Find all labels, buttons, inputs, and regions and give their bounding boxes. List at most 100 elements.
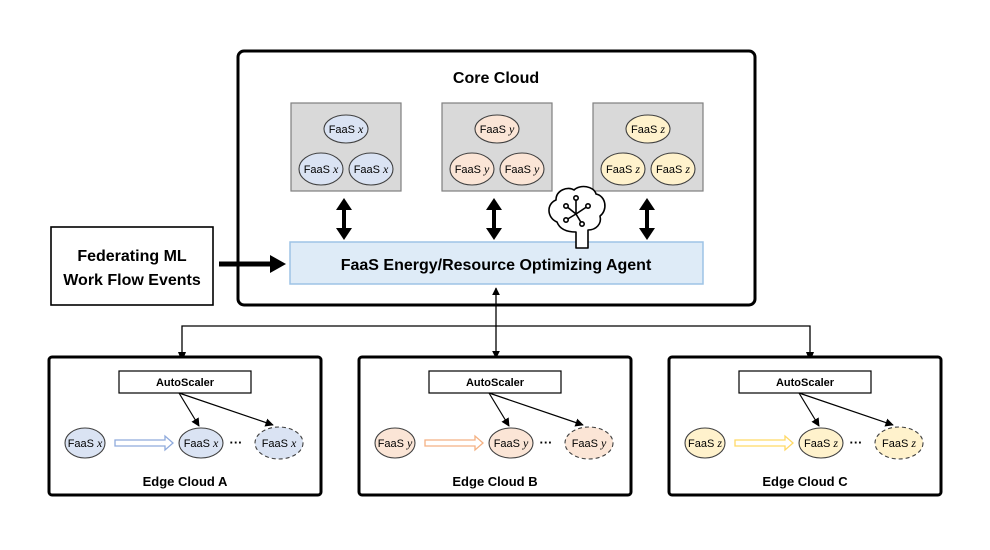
core-faas-z-top-ellipse xyxy=(625,114,671,144)
edge-cloud-a-scale-arrow xyxy=(114,434,174,452)
edge-cloud-b-faas-source-prefix: FaaS xyxy=(378,438,404,450)
events-line-2: Work Flow Events xyxy=(63,272,201,289)
core-faas-y-left-prefix: FaaS xyxy=(455,164,481,176)
core-faas-y-left-ellipse xyxy=(449,152,495,186)
edge-cloud-c-faas-new-instance-var: z xyxy=(910,436,916,450)
core-faas-x-right-var: x xyxy=(382,162,389,176)
edge-cloud-c-faas-instance-var: z xyxy=(832,436,838,450)
edge-cloud-a-faas-source-var: x xyxy=(96,436,103,450)
core-faas-y-top-var: y xyxy=(508,122,515,136)
core-faas-y-right-prefix: FaaS xyxy=(505,164,531,176)
edge-cloud-b-faas-new-instance-ellipse xyxy=(564,426,614,460)
core-faas-z-top-var: z xyxy=(659,122,665,136)
edge-cloud-b-name: Edge Cloud B xyxy=(452,474,537,489)
edge-cloud-b-faas-new-instance-var: y xyxy=(600,436,607,450)
edge-cloud-b-faas-source-ellipse xyxy=(374,427,416,459)
edge-cloud-b-box xyxy=(357,355,633,497)
core-faas-z-right-prefix: FaaS xyxy=(656,164,682,176)
core-faas-z-left-ellipse xyxy=(600,152,646,186)
edge-cloud-c-ellipsis: ··· xyxy=(850,435,863,450)
edge-cloud-a-ellipsis: ··· xyxy=(230,435,243,450)
core-faas-z-left-prefix: FaaS xyxy=(606,164,632,176)
edge-cloud-a-faas-instance-prefix: FaaS xyxy=(184,438,210,450)
edge-cloud-a-faas-instance-var: x xyxy=(212,436,219,450)
edge-cloud-b-autoscaler-label: AutoScaler xyxy=(466,377,525,389)
core-faas-x-left-var: x xyxy=(332,162,339,176)
edge-cloud-a-autoscaler-label: AutoScaler xyxy=(156,377,215,389)
core-faas-z-top-prefix: FaaS xyxy=(631,124,657,136)
core-faas-y-right-var: y xyxy=(533,162,540,176)
edge-cloud-c-autoscaler-box xyxy=(738,370,872,394)
core-faas-y-left-var: y xyxy=(483,162,490,176)
ai-brain-icon xyxy=(548,185,606,249)
edge-cloud-b-ellipsis: ··· xyxy=(540,435,553,450)
core-faas-x-top-var: x xyxy=(357,122,364,136)
edge-cloud-b-faas-instance-ellipse xyxy=(488,427,534,459)
edge-cloud-c-faas-new-instance-prefix: FaaS xyxy=(882,438,908,450)
edge-cloud-a-autoscaler-arrow-2 xyxy=(178,392,274,427)
core-faas-x-top-ellipse xyxy=(323,114,369,144)
edge-cloud-c-faas-instance-ellipse xyxy=(798,427,844,459)
edge-cloud-a-autoscaler-box xyxy=(118,370,252,394)
edge-cloud-b-faas-new-instance-prefix: FaaS xyxy=(572,438,598,450)
edge-cloud-a-faas-source-ellipse xyxy=(64,427,106,459)
events-to-agent-arrow xyxy=(219,255,286,273)
events-line-1: Federating ML xyxy=(77,248,187,265)
edge-cloud-c-autoscaler-arrow-2 xyxy=(798,392,894,427)
edge-cloud-c-faas-instance-prefix: FaaS xyxy=(804,438,830,450)
core-bidirectional-arrows xyxy=(336,198,655,240)
core-faas-y-top-prefix: FaaS xyxy=(480,124,506,136)
edge-cloud-b-faas-instance-prefix: FaaS xyxy=(494,438,520,450)
edge-cloud-c-box xyxy=(667,355,943,497)
edge-cloud-c-faas-new-instance-ellipse xyxy=(874,426,924,460)
edge-cloud-b-autoscaler-box xyxy=(428,370,562,394)
edge-cloud-b-autoscaler-arrow-1 xyxy=(488,392,510,427)
core-faas-x-left-ellipse xyxy=(298,152,344,186)
edge-cloud-c-faas-source-ellipse xyxy=(684,427,726,459)
core-faas-x-right-ellipse xyxy=(348,152,394,186)
edge-cloud-c-name: Edge Cloud C xyxy=(762,474,848,489)
core-faas-z-right-var: z xyxy=(684,162,690,176)
core-faas-z-left-var: z xyxy=(634,162,640,176)
optimizing-agent-bar xyxy=(289,241,704,285)
edge-cloud-a-faas-source-prefix: FaaS xyxy=(68,438,94,450)
core-faas-y-top-ellipse xyxy=(474,114,520,144)
edge-cloud-c-faas-source-var: z xyxy=(716,436,722,450)
core-faas-x-left-prefix: FaaS xyxy=(304,164,330,176)
core-arrow-y xyxy=(486,198,502,240)
optimizing-agent-label: FaaS Energy/Resource Optimizing Agent xyxy=(341,257,652,274)
core-cloud-title: Core Cloud xyxy=(453,70,539,87)
edge-cloud-a-faas-instance-ellipse xyxy=(178,427,224,459)
core-arrow-z xyxy=(639,198,655,240)
edge-cloud-a-faas-new-instance-ellipse xyxy=(254,426,304,460)
edge-cloud-c-faas-source-prefix: FaaS xyxy=(688,438,714,450)
